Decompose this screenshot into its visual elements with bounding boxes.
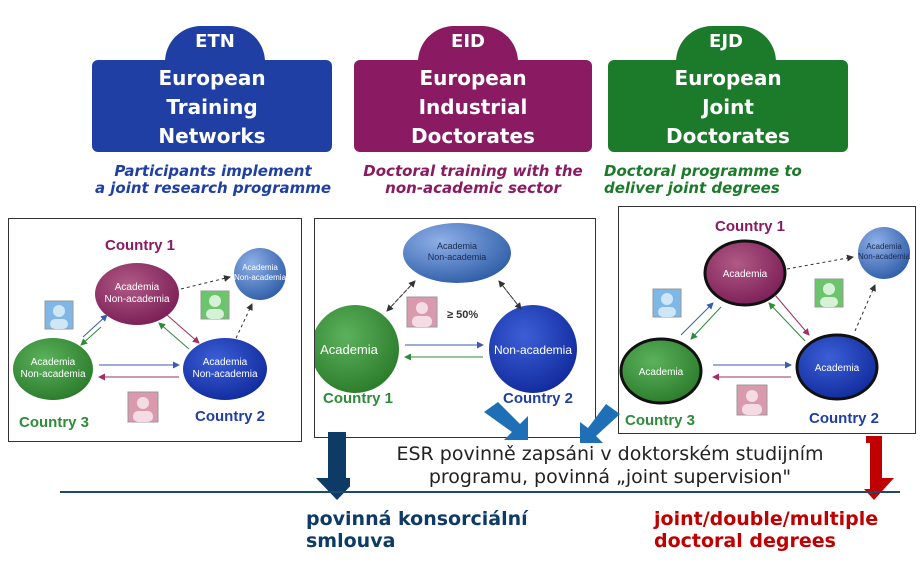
etn-node-country3 <box>13 338 93 400</box>
ejd-small-label-a: Academia <box>866 242 902 251</box>
eid-country-1: Country 1 <box>323 390 393 407</box>
ejd-line-1: European <box>674 66 782 90</box>
ejd-subtitle-1: Doctoral programme to <box>604 162 802 180</box>
etn-node-country2 <box>183 338 267 400</box>
eid-tab: EID <box>418 26 518 62</box>
person-icon-pink <box>406 296 438 328</box>
ejd-arrow-blue-1 <box>680 302 714 336</box>
etn-node3-label-b: Non-academia <box>20 369 85 380</box>
eid-line-1: European <box>419 66 527 90</box>
etn-tab: ETN <box>165 26 265 62</box>
etn-subtitle-1: Participants implement <box>114 162 312 180</box>
consortium-agreement-text: povinná konsorciální smlouva <box>306 508 528 552</box>
ejd-line-3: Doctorates <box>666 124 790 148</box>
degrees-text: joint/double/multiple doctoral degrees <box>654 508 878 552</box>
etn-small-label-b: Non-academia <box>234 273 287 282</box>
ejd-node3-label: Academia <box>639 367 684 378</box>
esr-line-2: programu, povinná „joint supervision" <box>428 466 792 488</box>
etn-small-node <box>234 248 286 300</box>
consortium-line-1: povinná konsorciální <box>306 508 528 530</box>
etn-node1-label-a: Academia <box>115 282 160 293</box>
ejd-diagram: Country 1 Academia Academia Non-academia… <box>619 218 911 429</box>
etn-country-1: Country 1 <box>105 237 175 254</box>
eid-right-label: Non-academia <box>494 343 572 357</box>
eid-subtitle-1: Doctoral training with the <box>363 162 583 180</box>
person-icon-green <box>200 290 230 320</box>
etn-line-1: European <box>158 66 266 90</box>
etn-subtitle: Participants implement a joint research … <box>82 163 344 197</box>
etn-node2-label-a: Academia <box>203 357 248 368</box>
eid-line-3: Doctorates <box>411 124 535 148</box>
eid-box: European Industrial Doctorates <box>354 60 592 152</box>
ejd-node-country2 <box>795 333 879 401</box>
ejd-diagram-panel: Country 1 Academia Academia Non-academia… <box>618 206 916 434</box>
ejd-node1-label: Academia <box>723 269 768 280</box>
ejd-box: European Joint Doctorates <box>608 60 848 152</box>
etn-line-3: Networks <box>158 124 266 148</box>
degrees-line-1: joint/double/multiple <box>654 508 879 530</box>
etn-arrow-red-1 <box>166 314 200 344</box>
etn-small-label-a: Academia <box>242 263 278 272</box>
ejd-arrow-green-2 <box>768 302 806 342</box>
ejd-subtitle-2: deliver joint degrees <box>604 179 780 197</box>
ejd-node-country3 <box>619 337 703 405</box>
etn-diagram: Country 1 Academia Non-academia Academia… <box>13 237 287 431</box>
ejd-tab: EJD <box>676 26 776 62</box>
etn-subtitle-2: a joint research programme <box>94 179 332 197</box>
person-icon-green <box>814 278 844 308</box>
esr-line-1: ESR povinně zapsáni v doktorském studijn… <box>396 443 824 465</box>
eid-subtitle-2: non-academic sector <box>385 179 561 197</box>
person-icon-blue <box>652 288 682 318</box>
etn-node3-label-a: Academia <box>31 357 76 368</box>
etn-dashed-arrow-top <box>180 275 231 290</box>
etn-diagram-panel: Country 1 Academia Non-academia Academia… <box>8 218 302 442</box>
ejd-line-2: Joint <box>702 95 754 119</box>
ejd-small-label-b: Non-academia <box>858 252 911 261</box>
eid-percentage: ≥ 50% <box>447 309 478 321</box>
eid-academia-node <box>311 305 399 393</box>
etn-arrow-green-2 <box>158 322 190 350</box>
etn-box: European Training Networks <box>92 60 332 152</box>
ejd-small-node <box>858 227 910 279</box>
person-icon-pink <box>736 384 768 416</box>
ejd-subtitle: Doctoral programme to deliver joint degr… <box>604 163 834 197</box>
ejd-country-1: Country 1 <box>715 218 785 235</box>
ejd-country-3: Country 3 <box>625 412 695 429</box>
eid-line-2: Industrial <box>418 95 528 119</box>
etn-line-2: Training <box>166 95 258 119</box>
person-icon-pink <box>127 391 159 423</box>
etn-arrow-green-1 <box>80 326 102 346</box>
ejd-node2-label: Academia <box>815 363 860 374</box>
etn-node-country1 <box>95 263 179 325</box>
ejd-country-2: Country 2 <box>809 410 879 427</box>
degrees-line-2: doctoral degrees <box>654 530 836 552</box>
etn-node1-label-b: Non-academia <box>104 294 169 305</box>
etn-arrow-blue-1 <box>82 314 108 338</box>
eid-top-label-b: Non-academia <box>428 252 487 262</box>
eid-top-node <box>403 223 511 283</box>
etn-country-3: Country 3 <box>19 414 89 431</box>
etn-country-2: Country 2 <box>195 408 265 425</box>
ejd-dashed-arrow-top <box>786 254 854 270</box>
ejd-arrow-green-1 <box>690 306 722 340</box>
consortium-line-2: smlouva <box>306 530 396 552</box>
eid-country-2: Country 2 <box>503 390 573 407</box>
eid-dashed-arrow-left-back <box>386 280 416 312</box>
ejd-node-country1 <box>703 239 787 307</box>
eid-left-label: Academia <box>320 342 379 357</box>
ejd-arrow-red-1 <box>774 294 810 336</box>
eid-subtitle: Doctoral training with the non-academic … <box>344 163 602 197</box>
person-icon-blue <box>44 300 74 330</box>
eid-diagram-panel: Academia Non-academia Academia Non-acade… <box>311 218 596 438</box>
eid-top-label-a: Academia <box>437 241 477 251</box>
eid-nonacademia-node <box>489 305 577 393</box>
eid-diagram: Academia Non-academia Academia Non-acade… <box>311 223 577 407</box>
etn-node2-label-b: Non-academia <box>192 369 257 380</box>
esr-note: ESR povinně zapsáni v doktorském studijn… <box>350 443 870 489</box>
ejd-dashed-arrow-right <box>854 284 876 332</box>
